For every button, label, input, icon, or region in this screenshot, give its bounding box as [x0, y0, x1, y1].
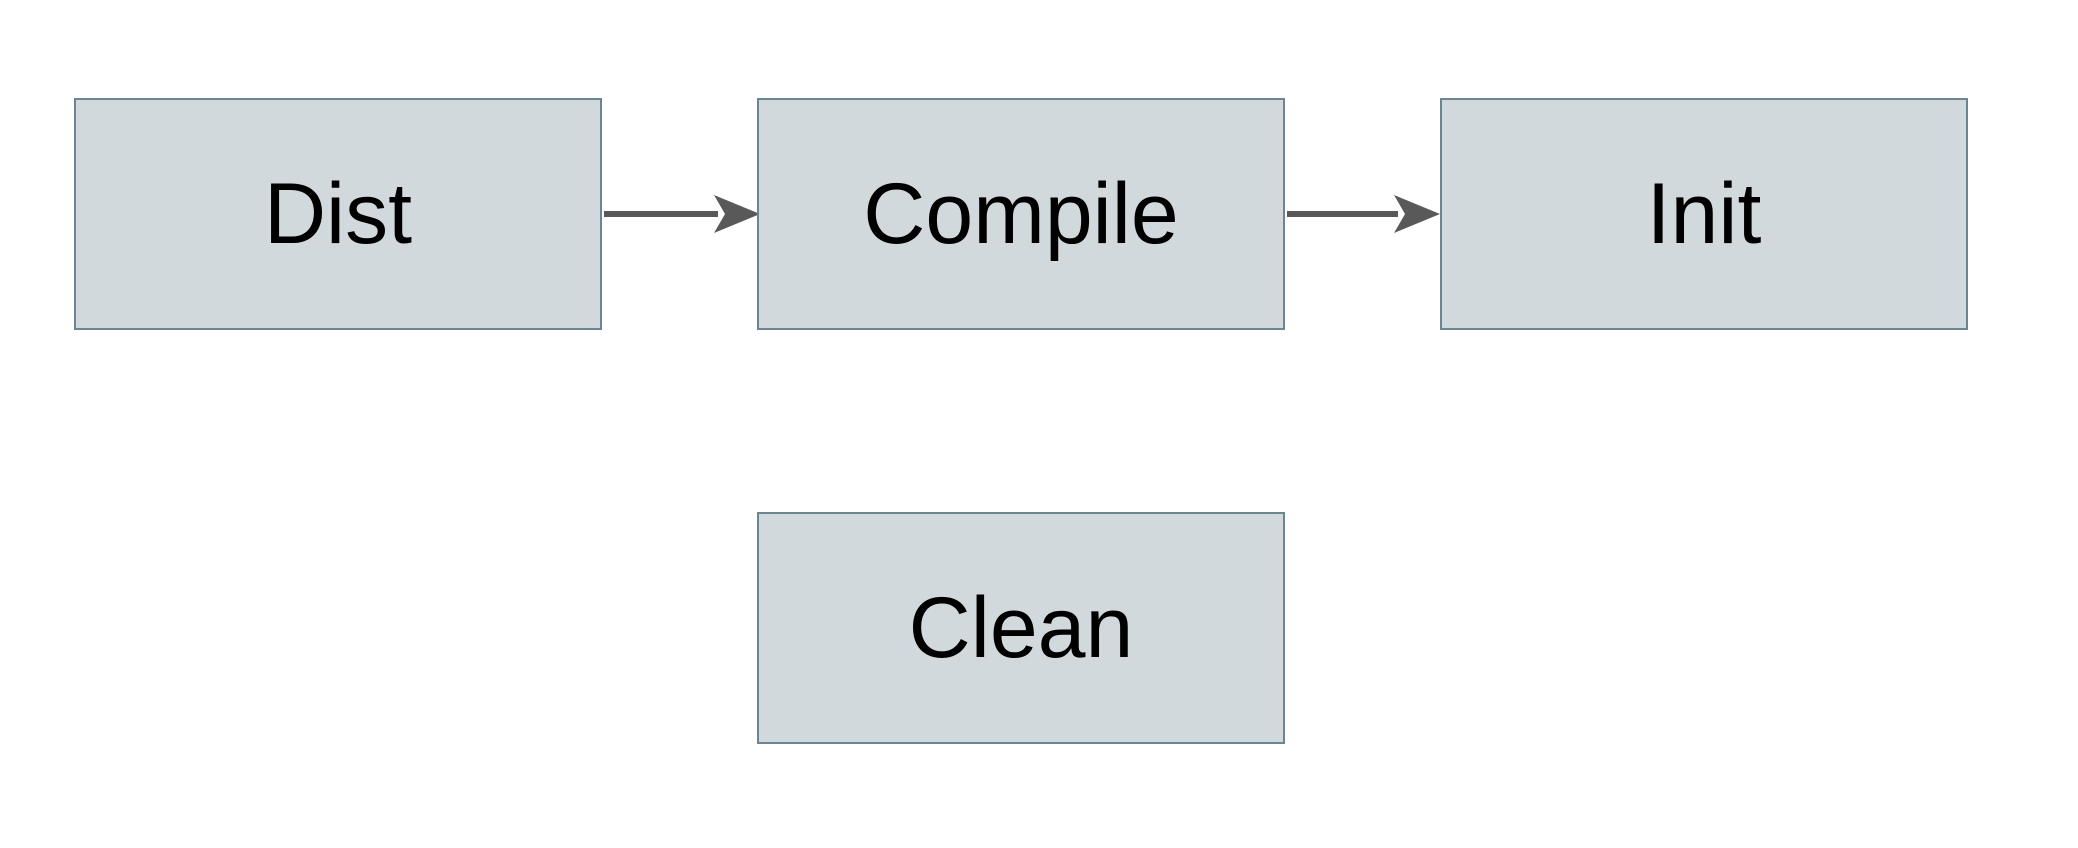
node-dist-label: Dist	[263, 166, 413, 262]
edge-compile-init	[1287, 195, 1440, 233]
node-clean: Clean	[757, 512, 1285, 744]
node-compile: Compile	[757, 98, 1285, 330]
arrowhead-icon	[1394, 195, 1440, 233]
node-init: Init	[1440, 98, 1968, 330]
node-dist: Dist	[74, 98, 602, 330]
node-compile-label: Compile	[863, 166, 1179, 262]
node-init-label: Init	[1646, 166, 1762, 262]
edge-dist-compile	[604, 195, 760, 233]
arrowhead-icon	[714, 195, 760, 233]
node-clean-label: Clean	[908, 580, 1134, 676]
